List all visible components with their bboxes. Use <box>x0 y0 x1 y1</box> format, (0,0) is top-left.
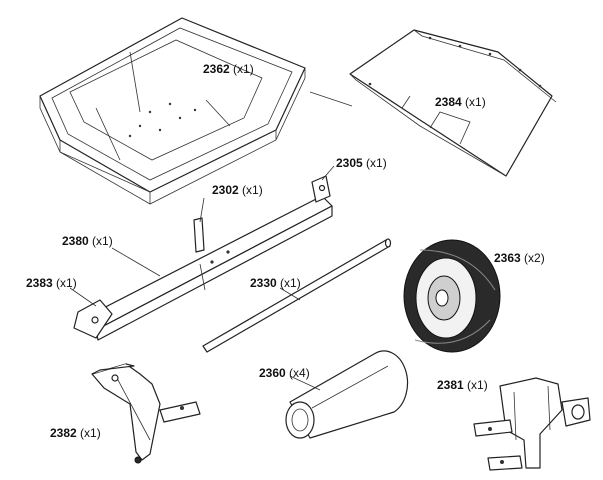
hitch-drawing <box>473 377 591 471</box>
wheel-drawing <box>403 239 501 353</box>
label-stand: 2382 (x1) <box>50 426 101 440</box>
label-bracket-2302: 2302 (x1) <box>212 183 263 197</box>
label-deflector: 2384 (x1) <box>435 95 486 109</box>
bracket-2302-drawing <box>193 217 205 253</box>
label-frame: 2380 (x1) <box>62 234 113 248</box>
label-axle: 2330 (x1) <box>250 276 301 290</box>
frame-drawing <box>73 195 333 341</box>
label-hitch: 2381 (x1) <box>437 378 488 392</box>
tray-drawing <box>39 17 306 205</box>
label-spacer: 2360 (x4) <box>259 366 310 380</box>
label-wheel: 2363 (x2) <box>494 251 545 265</box>
label-bracket-2305: 2305 (x1) <box>336 156 387 170</box>
deflector-drawing <box>349 29 557 177</box>
axle-drawing <box>202 238 392 353</box>
label-hitch-plate: 2383 (x1) <box>26 276 77 290</box>
label-tray: 2362 (x1) <box>203 62 254 76</box>
stand-drawing <box>91 363 201 464</box>
leader-lines <box>69 91 353 391</box>
bracket-2305-drawing <box>311 175 331 203</box>
spacer-drawing <box>285 350 409 439</box>
